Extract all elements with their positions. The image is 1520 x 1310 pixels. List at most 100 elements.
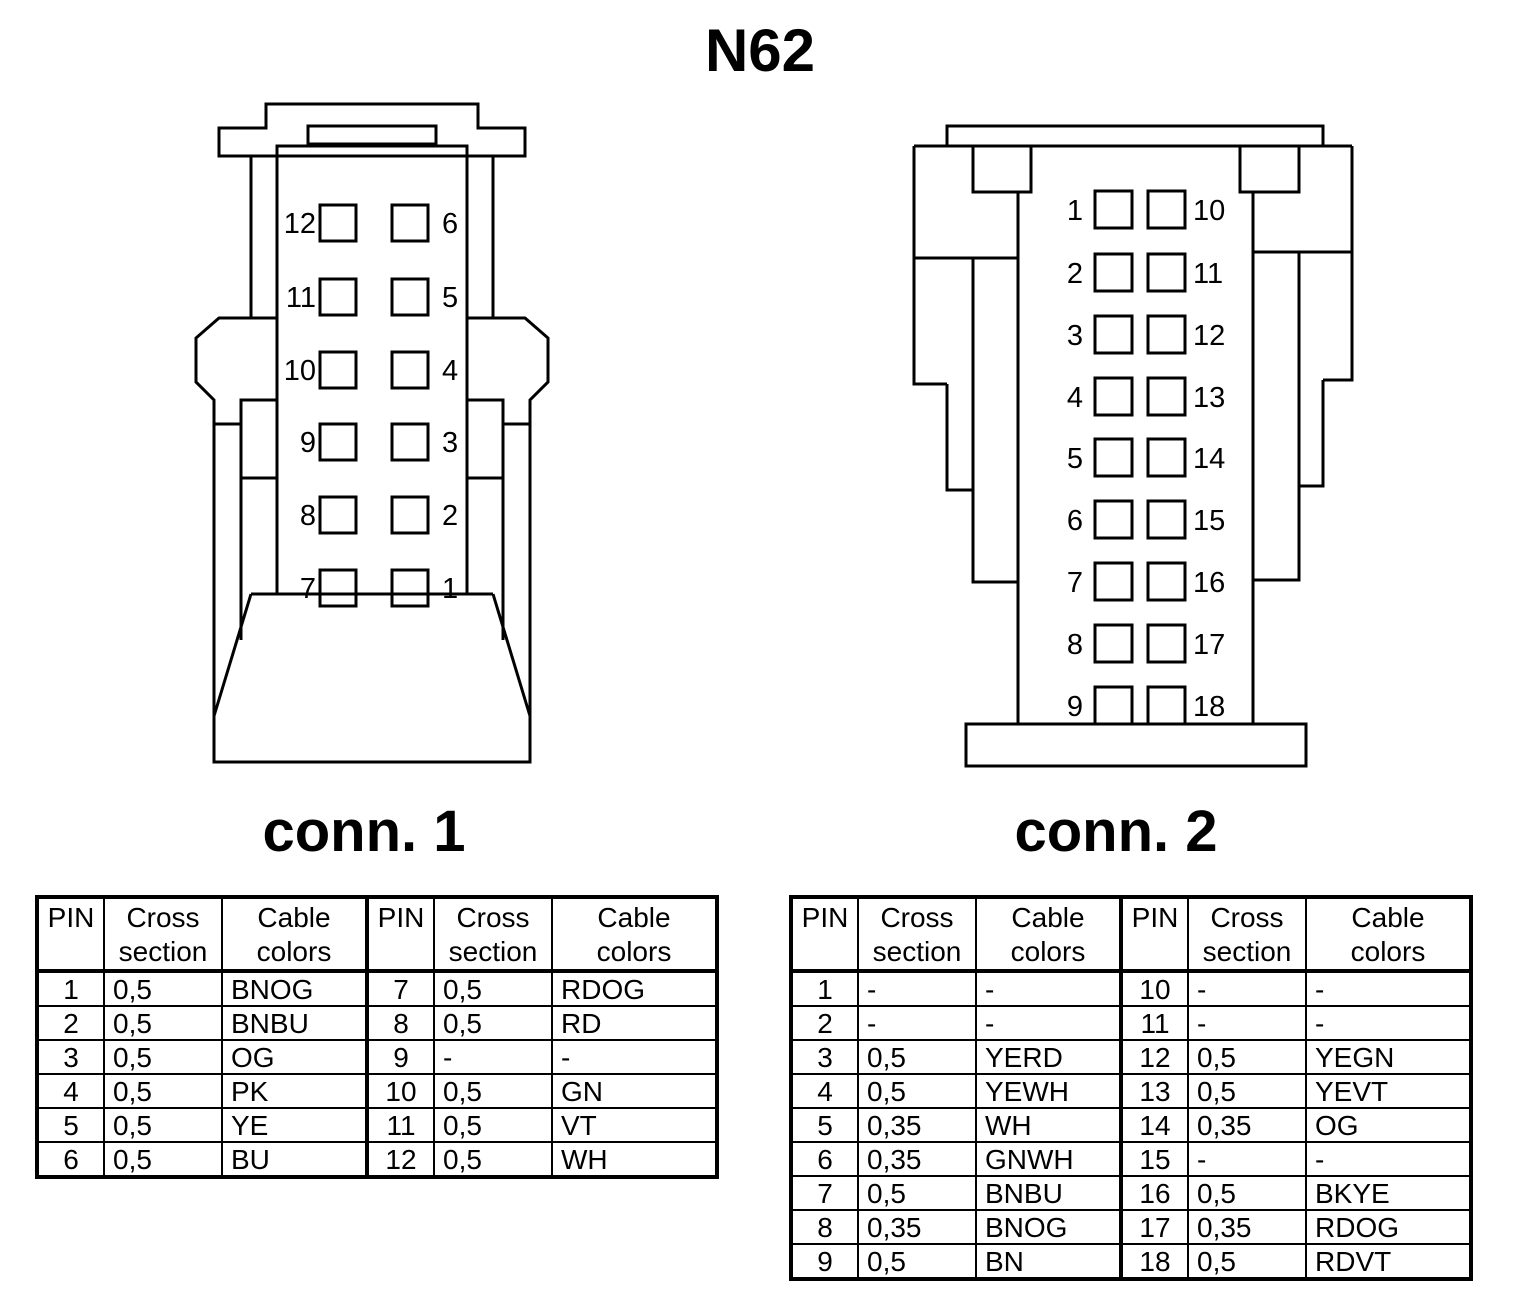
cable-color-cell: YEGN xyxy=(1305,1039,1472,1075)
cross-section-cell: - xyxy=(433,1039,553,1075)
cross-section-cell: 0,5 xyxy=(433,1107,553,1143)
pin-socket xyxy=(390,422,430,462)
cable-color-cell: - xyxy=(975,1005,1122,1041)
cable-color-cell: BNOG xyxy=(975,1209,1122,1245)
cross-section-cell: 0,5 xyxy=(1187,1175,1307,1211)
cable-color-cell: BNBU xyxy=(221,1005,368,1041)
cross-section-cell: - xyxy=(857,1005,977,1041)
conn1-bottom-base xyxy=(212,716,532,764)
conn1-top-latch xyxy=(306,124,438,146)
pin-number-label: 5 xyxy=(442,282,458,314)
pin-socket xyxy=(390,203,430,243)
pin-cell: 2 xyxy=(790,1005,859,1041)
col-pin: PIN xyxy=(365,896,435,973)
cross-section-cell: 0,5 xyxy=(433,970,553,1007)
pin-socket xyxy=(1093,499,1134,540)
pin-socket xyxy=(1146,685,1187,726)
pin-number-label: 7 xyxy=(1067,567,1083,599)
pin-socket xyxy=(1146,252,1187,293)
pin-socket xyxy=(1146,499,1187,540)
pin-socket xyxy=(1093,685,1134,726)
cross-section-cell: 0,5 xyxy=(857,1073,977,1109)
cross-section-cell: - xyxy=(1187,1005,1307,1041)
pin-cell: 3 xyxy=(36,1039,105,1075)
pin-cell: 6 xyxy=(36,1141,105,1178)
cross-section-cell: - xyxy=(857,970,977,1007)
col-pin: PIN xyxy=(36,896,105,973)
pin-number-label: 10 xyxy=(284,355,316,387)
table-row: 2--11-- xyxy=(790,1005,1472,1041)
pin-socket xyxy=(1093,314,1134,355)
pin-socket xyxy=(1093,437,1134,478)
pin-cell: 5 xyxy=(36,1107,105,1143)
cross-section-cell: 0,5 xyxy=(103,1039,223,1075)
pin-socket xyxy=(318,350,358,390)
cross-section-cell: 0,5 xyxy=(433,1141,553,1178)
pin-cell: 15 xyxy=(1119,1141,1189,1177)
pin-socket xyxy=(390,568,430,608)
pin-cell: 13 xyxy=(1119,1073,1189,1109)
pin-number-label: 4 xyxy=(442,355,458,387)
pin-number-label: 17 xyxy=(1193,629,1225,661)
cross-section-cell: 0,5 xyxy=(857,1039,977,1075)
pin-socket xyxy=(1093,252,1134,293)
pin-number-label: 1 xyxy=(442,573,458,605)
cable-color-cell: RD xyxy=(551,1005,718,1041)
cable-color-cell: YEWH xyxy=(975,1073,1122,1109)
cross-section-cell: 0,35 xyxy=(857,1209,977,1245)
cable-color-cell: - xyxy=(1305,1141,1472,1177)
pin-number-label: 12 xyxy=(1193,320,1225,352)
pin-socket xyxy=(1146,376,1187,417)
cross-section-cell: 0,35 xyxy=(857,1107,977,1143)
cross-section-cell: 0,5 xyxy=(103,1141,223,1178)
cable-color-cell: BNOG xyxy=(221,970,368,1007)
cross-section-cell: 0,35 xyxy=(1187,1209,1307,1245)
pin-cell: 8 xyxy=(365,1005,435,1041)
pin-cell: 8 xyxy=(790,1209,859,1245)
pin-cell: 12 xyxy=(365,1141,435,1178)
pin-number-label: 2 xyxy=(442,500,458,532)
cross-section-cell: 0,5 xyxy=(103,1107,223,1143)
cross-section-cell: 0,35 xyxy=(1187,1107,1307,1143)
pin-number-label: 7 xyxy=(300,573,316,605)
pin-number-label: 5 xyxy=(1067,443,1083,475)
cable-color-cell: - xyxy=(975,970,1122,1007)
cross-section-cell: - xyxy=(1187,1141,1307,1177)
cable-color-cell: GNWH xyxy=(975,1141,1122,1177)
cross-section-cell: 0,5 xyxy=(103,1073,223,1109)
cross-section-cell: 0,5 xyxy=(857,1243,977,1280)
col-pin: PIN xyxy=(1119,896,1189,973)
cable-color-cell: YE xyxy=(221,1107,368,1143)
cross-section-cell: 0,5 xyxy=(433,1005,553,1041)
pin-cell: 11 xyxy=(1119,1005,1189,1041)
pin-number-label: 16 xyxy=(1193,567,1225,599)
cable-color-cell: YERD xyxy=(975,1039,1122,1075)
cable-color-cell: RDOG xyxy=(1305,1209,1472,1245)
connector-2-label: conn. 2 xyxy=(1014,799,1218,864)
cross-section-cell: 0,5 xyxy=(857,1175,977,1211)
cable-color-cell: WH xyxy=(551,1141,718,1178)
pin-socket xyxy=(1146,437,1187,478)
pin-cell: 4 xyxy=(790,1073,859,1109)
pin-socket xyxy=(1093,561,1134,602)
pin-socket xyxy=(1093,376,1134,417)
cable-color-cell: BN xyxy=(975,1243,1122,1280)
cross-section-cell: 0,5 xyxy=(1187,1243,1307,1280)
cross-section-cell: 0,35 xyxy=(857,1141,977,1177)
pin-cell: 4 xyxy=(36,1073,105,1109)
pin-number-label: 3 xyxy=(442,427,458,459)
pin-number-label: 6 xyxy=(442,208,458,240)
pin-number-label: 8 xyxy=(1067,629,1083,661)
